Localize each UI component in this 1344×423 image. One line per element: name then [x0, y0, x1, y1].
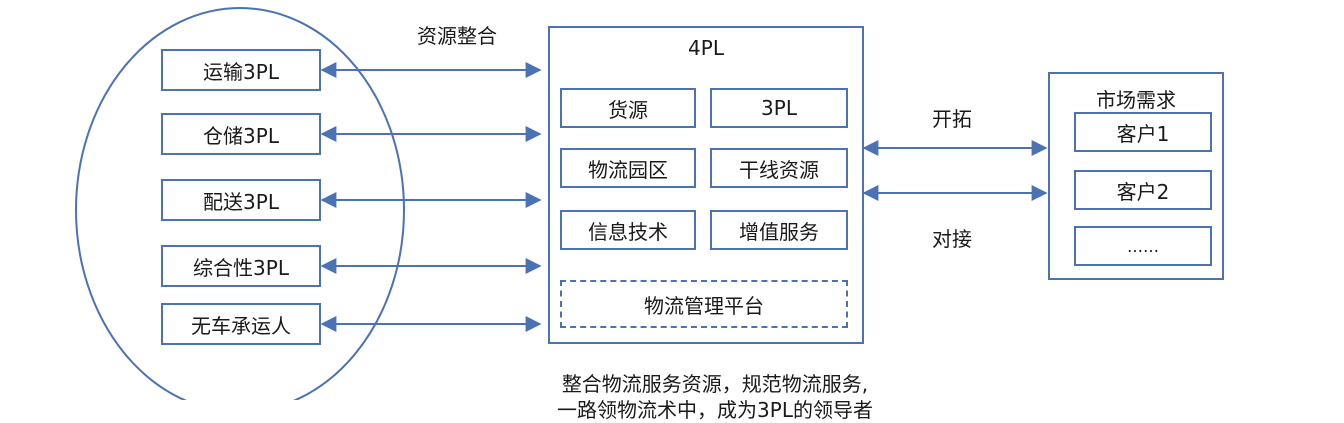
- integrated-3pl-box: 综合性3PL: [161, 245, 321, 287]
- market-demand-frame: [1048, 72, 1224, 280]
- caption-line-2: 一路领物流术中，成为3PL的领导者: [557, 398, 873, 422]
- more-customers-box: ……: [1074, 226, 1212, 266]
- warehouse-3pl-box: 仓储3PL: [161, 113, 321, 155]
- logistics-park-cell: 物流园区: [560, 148, 696, 188]
- trunk-resource-cell: 干线资源: [710, 148, 848, 188]
- 4pl-frame: [548, 26, 864, 344]
- cargo-source-cell: 货源: [560, 88, 696, 128]
- customer-1-box: 客户1: [1074, 112, 1212, 152]
- 3pl-cell: 3PL: [710, 88, 848, 128]
- market-demand-title: 市场需求: [1096, 88, 1176, 112]
- connector-layer: [75, 7, 1048, 400]
- logistics-platform-box: 物流管理平台: [560, 280, 848, 328]
- diagram-canvas: 运输3PL 仓储3PL 配送3PL 综合性3PL 无车承运人 资源整合 4PL …: [75, 7, 1224, 422]
- connect-label: 对接: [932, 227, 972, 251]
- resource-integration-label: 资源整合: [417, 24, 497, 48]
- nvocc-box: 无车承运人: [161, 303, 321, 345]
- delivery-3pl-box: 配送3PL: [161, 179, 321, 221]
- 3pl-group-ellipse: [75, 7, 405, 400]
- info-tech-cell: 信息技术: [560, 210, 696, 250]
- value-added-cell: 增值服务: [710, 210, 848, 250]
- caption-line-1: 整合物流服务资源，规范物流服务,: [561, 372, 869, 396]
- 4pl-title: 4PL: [688, 36, 724, 60]
- transport-3pl-box: 运输3PL: [161, 49, 321, 91]
- customer-2-box: 客户2: [1074, 170, 1212, 210]
- expand-label: 开拓: [932, 107, 972, 131]
